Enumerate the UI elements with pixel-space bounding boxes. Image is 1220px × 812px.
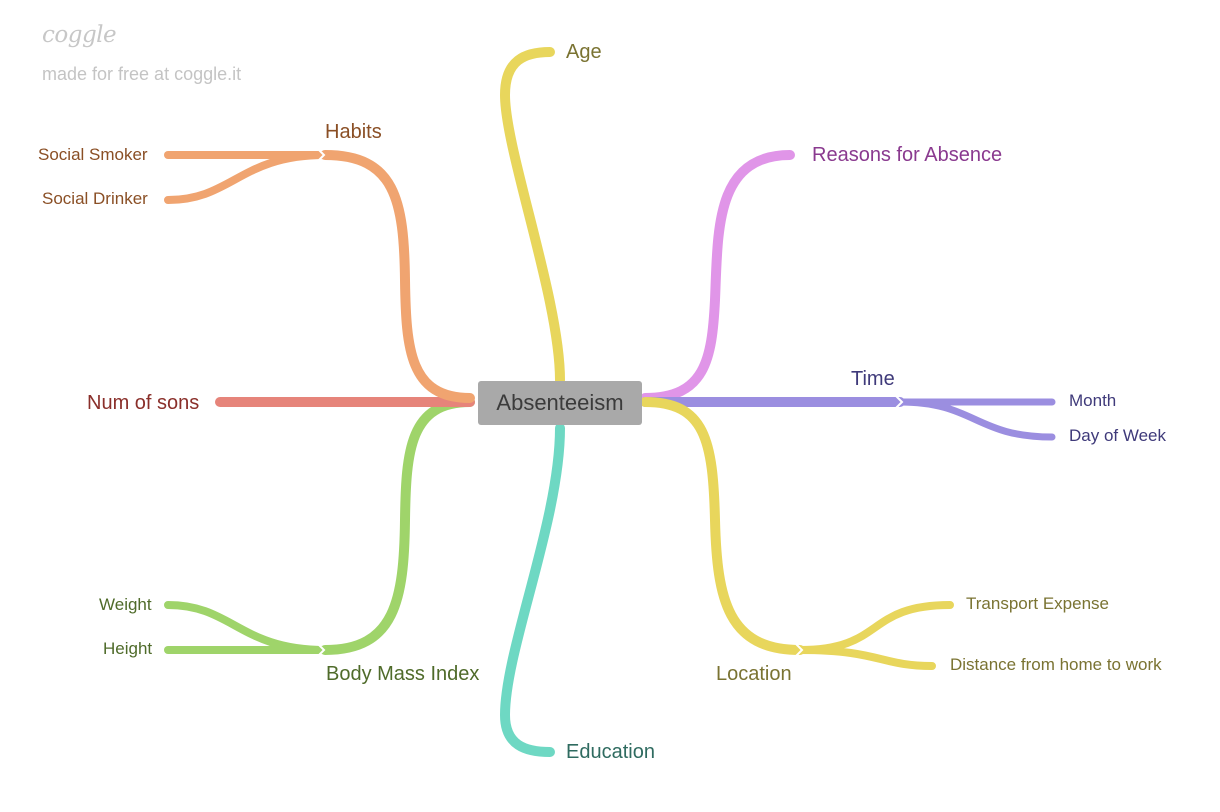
branch-weight bbox=[164, 601, 329, 654]
node-reasons-for-absence[interactable]: Reasons for Absence bbox=[812, 144, 1003, 166]
node-social-smoker[interactable]: Social Smoker bbox=[38, 145, 148, 164]
branch-location bbox=[640, 397, 805, 655]
node-transport-expense[interactable]: Transport Expense bbox=[966, 594, 1109, 613]
node-body-mass-index[interactable]: Body Mass Index bbox=[326, 663, 480, 685]
node-distance-from-home[interactable]: Distance from home to work bbox=[950, 655, 1162, 674]
branch-social-drinker bbox=[164, 151, 329, 204]
branch-day-of-week bbox=[896, 398, 1056, 441]
node-education[interactable]: Education bbox=[566, 741, 655, 763]
central-node-label: Absenteeism bbox=[496, 390, 624, 415]
branch-bmi bbox=[320, 397, 475, 655]
junction-chevrons bbox=[317, 148, 904, 657]
branch-education bbox=[500, 423, 565, 757]
coggle-logo: coggle bbox=[42, 22, 117, 48]
node-height[interactable]: Height bbox=[103, 639, 153, 658]
node-day-of-week[interactable]: Day of Week bbox=[1069, 426, 1167, 445]
node-month[interactable]: Month bbox=[1069, 391, 1117, 410]
node-habits[interactable]: Habits bbox=[325, 121, 382, 143]
node-num-of-sons[interactable]: Num of sons bbox=[87, 392, 200, 414]
branch-distance bbox=[796, 646, 936, 670]
node-weight[interactable]: Weight bbox=[99, 595, 152, 614]
branch-reasons bbox=[640, 150, 795, 403]
node-location[interactable]: Location bbox=[716, 663, 792, 685]
branch-transport-expense bbox=[796, 601, 954, 654]
node-time[interactable]: Time bbox=[851, 368, 895, 390]
central-node[interactable]: Absenteeism bbox=[478, 381, 642, 425]
node-age[interactable]: Age bbox=[566, 41, 602, 63]
coggle-tagline: made for free at coggle.it bbox=[42, 64, 242, 84]
branch-age bbox=[500, 47, 565, 385]
node-social-drinker[interactable]: Social Drinker bbox=[42, 189, 148, 208]
branch-habits bbox=[320, 150, 475, 403]
